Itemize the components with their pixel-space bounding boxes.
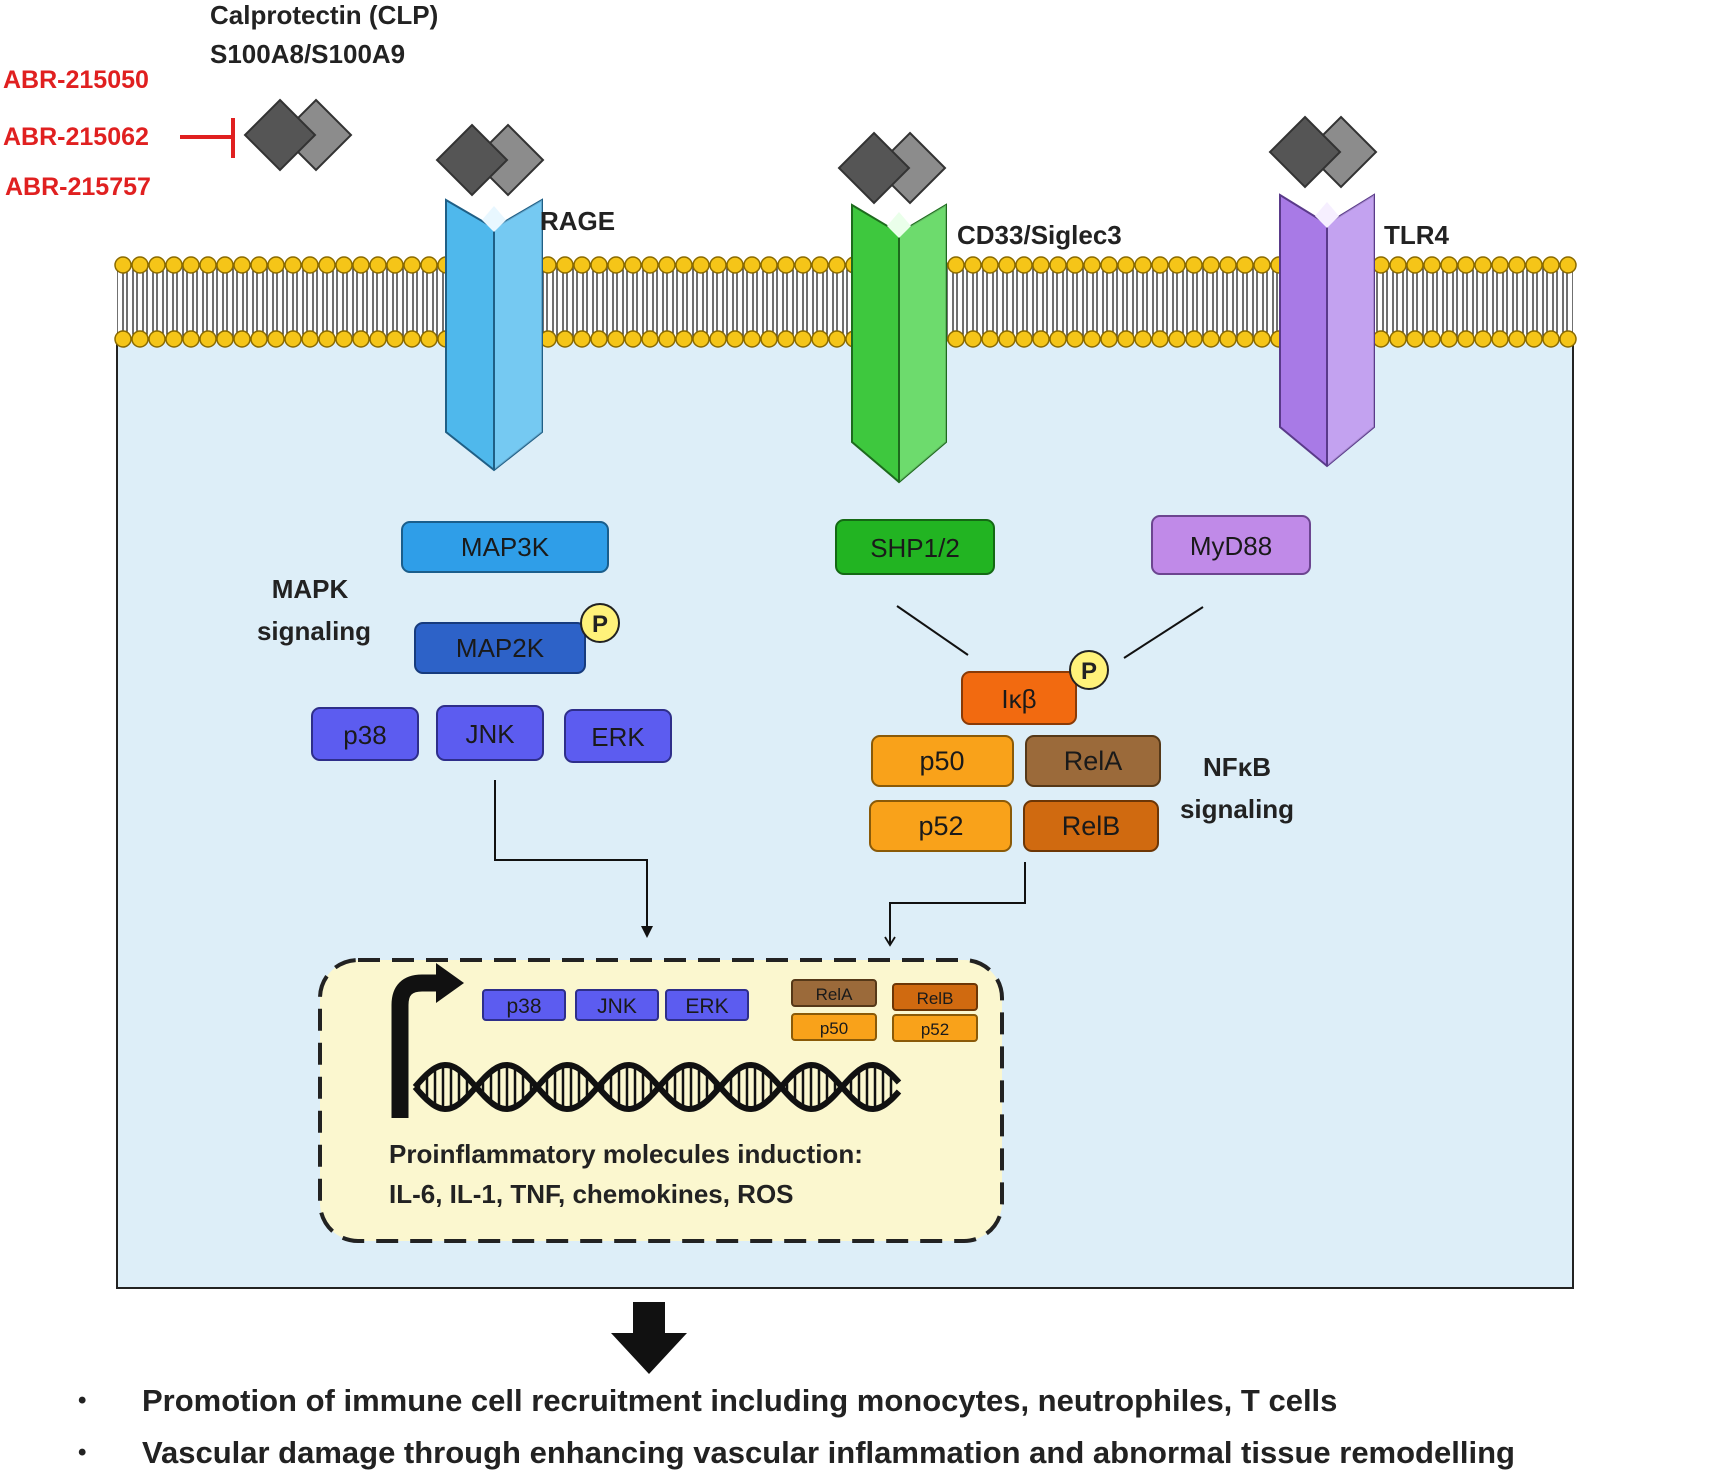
nucleus-rela-label: RelA [816, 985, 854, 1004]
nucleus-p38-box [482, 989, 566, 1021]
jnk-label: JNK [465, 719, 515, 749]
nucleus-induction-molecules: IL-6, IL-1, TNF, chemokines, ROS [389, 1179, 794, 1209]
tlr4-label: TLR4 [1384, 220, 1450, 250]
cd33-receptor [851, 203, 947, 484]
shp-label: SHP1/2 [870, 533, 960, 563]
calprotectin-dimer-rage [435, 123, 545, 197]
ikb-box [961, 671, 1077, 725]
nucleus-p52-label: p52 [921, 1020, 949, 1039]
nucleus-erk-label: ERK [685, 995, 728, 1018]
erk-box [564, 709, 672, 763]
rage-receptor [445, 198, 543, 472]
ikb-label: Iκβ [1001, 684, 1036, 714]
rela-box [1025, 735, 1161, 787]
shp-to-ikb-line [896, 605, 969, 656]
relb-label: RelB [1062, 811, 1121, 841]
nucleus-jnk-box [575, 989, 659, 1021]
bullet-icon: • [78, 1387, 87, 1414]
calprotectin-dimer-tlr4 [1268, 115, 1378, 189]
inhibitor-abr-215050: ABR-215050 [3, 66, 149, 94]
p50-box [871, 735, 1014, 787]
ligand-subunits: S100A8/S100A9 [210, 39, 405, 69]
tlr4-receptor [1279, 193, 1375, 468]
inhibition-symbol [180, 118, 235, 158]
rage-label: RAGE [540, 206, 615, 236]
outcome-text: Vascular damage through enhancing vascul… [142, 1435, 1515, 1470]
p38-box [311, 707, 419, 761]
map3k-box [401, 521, 609, 573]
nucleus-relb-box [892, 983, 978, 1011]
erk-label: ERK [591, 722, 645, 752]
outcome-item: • Promotion of immune cell recruitment in… [70, 1375, 1515, 1427]
nfkb-to-nucleus-arrow [884, 862, 1026, 947]
nucleus-induction-title: Proinflammatory molecules induction: [389, 1139, 863, 1169]
mapk-signaling-label-1: MAPK [272, 574, 349, 604]
outcome-item: • Vascular damage through enhancing vascu… [70, 1427, 1515, 1479]
myd88-to-ikb-line [1123, 606, 1204, 659]
p52-box [869, 800, 1012, 852]
myd88-box [1151, 515, 1311, 575]
outcome-arrow-icon [611, 1302, 687, 1374]
nucleus-rela-box [791, 979, 877, 1007]
rela-label: RelA [1064, 746, 1123, 776]
phosphate-map2k [580, 603, 620, 643]
dna-helix-icon [412, 1062, 902, 1112]
map3k-label: MAP3K [461, 532, 550, 562]
calprotectin-dimer-free [243, 98, 353, 172]
p50-label: p50 [919, 746, 964, 776]
nucleus-p52-box [892, 1014, 978, 1042]
nucleus-p38-label: p38 [506, 995, 541, 1018]
inhibitor-abr-215062: ABR-215062 [3, 123, 149, 151]
outcome-list: • Promotion of immune cell recruitment in… [70, 1375, 1515, 1479]
bullet-icon: • [78, 1439, 87, 1466]
inhibitor-abr-215757: ABR-215757 [5, 173, 151, 201]
nucleus-relb-label: RelB [917, 989, 954, 1008]
transcription-arrow-head [436, 963, 464, 1003]
nfkb-signaling-label-2: signaling [1180, 794, 1294, 824]
p52-label: p52 [918, 811, 963, 841]
phosphate-ikb [1069, 650, 1109, 690]
calprotectin-dimer-cd33 [837, 131, 947, 205]
nucleus-p50-box [791, 1013, 877, 1041]
relb-box [1023, 800, 1159, 852]
nucleus-jnk-label: JNK [597, 995, 637, 1018]
mapk-signaling-label-2: signaling [257, 616, 371, 646]
p38-label: p38 [343, 720, 386, 750]
ligand-name: Calprotectin (CLP) [210, 0, 438, 30]
phosphate-ikb-label: P [1081, 658, 1097, 685]
mapk-to-nucleus-arrow [494, 780, 653, 938]
transcription-start-arrow [391, 974, 440, 1118]
jnk-box [436, 705, 544, 761]
map2k-box [414, 622, 586, 674]
cd33-label: CD33/Siglec3 [957, 220, 1122, 250]
nfkb-signaling-label-1: NFκB [1203, 752, 1271, 782]
shp-box [835, 519, 995, 575]
myd88-label: MyD88 [1190, 531, 1272, 561]
nucleus-p50-label: p50 [820, 1019, 848, 1038]
map2k-label: MAP2K [456, 633, 545, 663]
outcome-text: Promotion of immune cell recruitment inc… [142, 1383, 1338, 1418]
phosphate-map2k-label: P [592, 611, 608, 638]
nucleus-erk-box [665, 989, 749, 1021]
